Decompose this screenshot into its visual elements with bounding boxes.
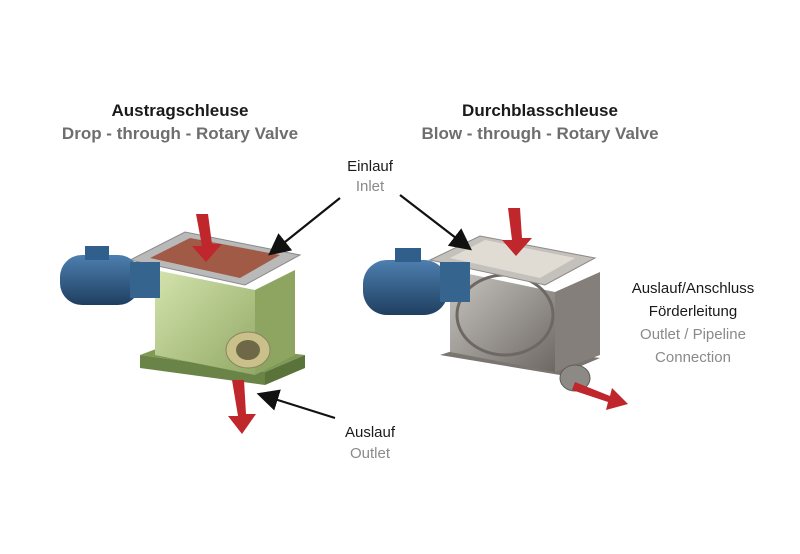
left-motor bbox=[60, 255, 140, 305]
left-inlet-arrow bbox=[192, 214, 222, 262]
pipeline-label-en-2: Connection bbox=[655, 349, 731, 366]
left-outlet-arrow bbox=[228, 380, 256, 434]
inlet-label-de: Einlauf bbox=[347, 158, 393, 175]
outlet-pointer bbox=[256, 389, 336, 420]
pipeline-label-de-1: Auslauf/Anschluss bbox=[631, 280, 755, 297]
left-title-en: Drop - through - Rotary Valve bbox=[61, 124, 299, 143]
right-motor bbox=[363, 260, 448, 315]
flow-arrow-icon bbox=[192, 214, 256, 434]
pipeline-label-de-2: Förderleitung bbox=[648, 303, 738, 320]
right-title-de: Durchblasschleuse bbox=[462, 101, 618, 120]
outlet-label-de: Auslauf bbox=[344, 424, 396, 441]
inlet-pointer-right bbox=[399, 194, 472, 251]
right-inlet-arrow bbox=[502, 208, 532, 256]
left-inlet-opening bbox=[150, 238, 280, 278]
outlet-label-en: Outlet bbox=[349, 445, 391, 462]
right-outlet-arrow bbox=[572, 382, 628, 410]
pipeline-label-en-1: Outlet / Pipeline bbox=[640, 326, 746, 343]
right-inlet-opening bbox=[450, 240, 575, 278]
right-title-en: Blow - through - Rotary Valve bbox=[421, 124, 659, 143]
inlet-pointer-left bbox=[268, 197, 341, 256]
drop-through-valve bbox=[60, 231, 305, 385]
inlet-label-en: Inlet bbox=[355, 178, 385, 195]
left-title-de: Austragschleuse bbox=[111, 101, 249, 120]
blow-through-valve bbox=[363, 235, 600, 392]
callout-lines bbox=[256, 194, 472, 420]
